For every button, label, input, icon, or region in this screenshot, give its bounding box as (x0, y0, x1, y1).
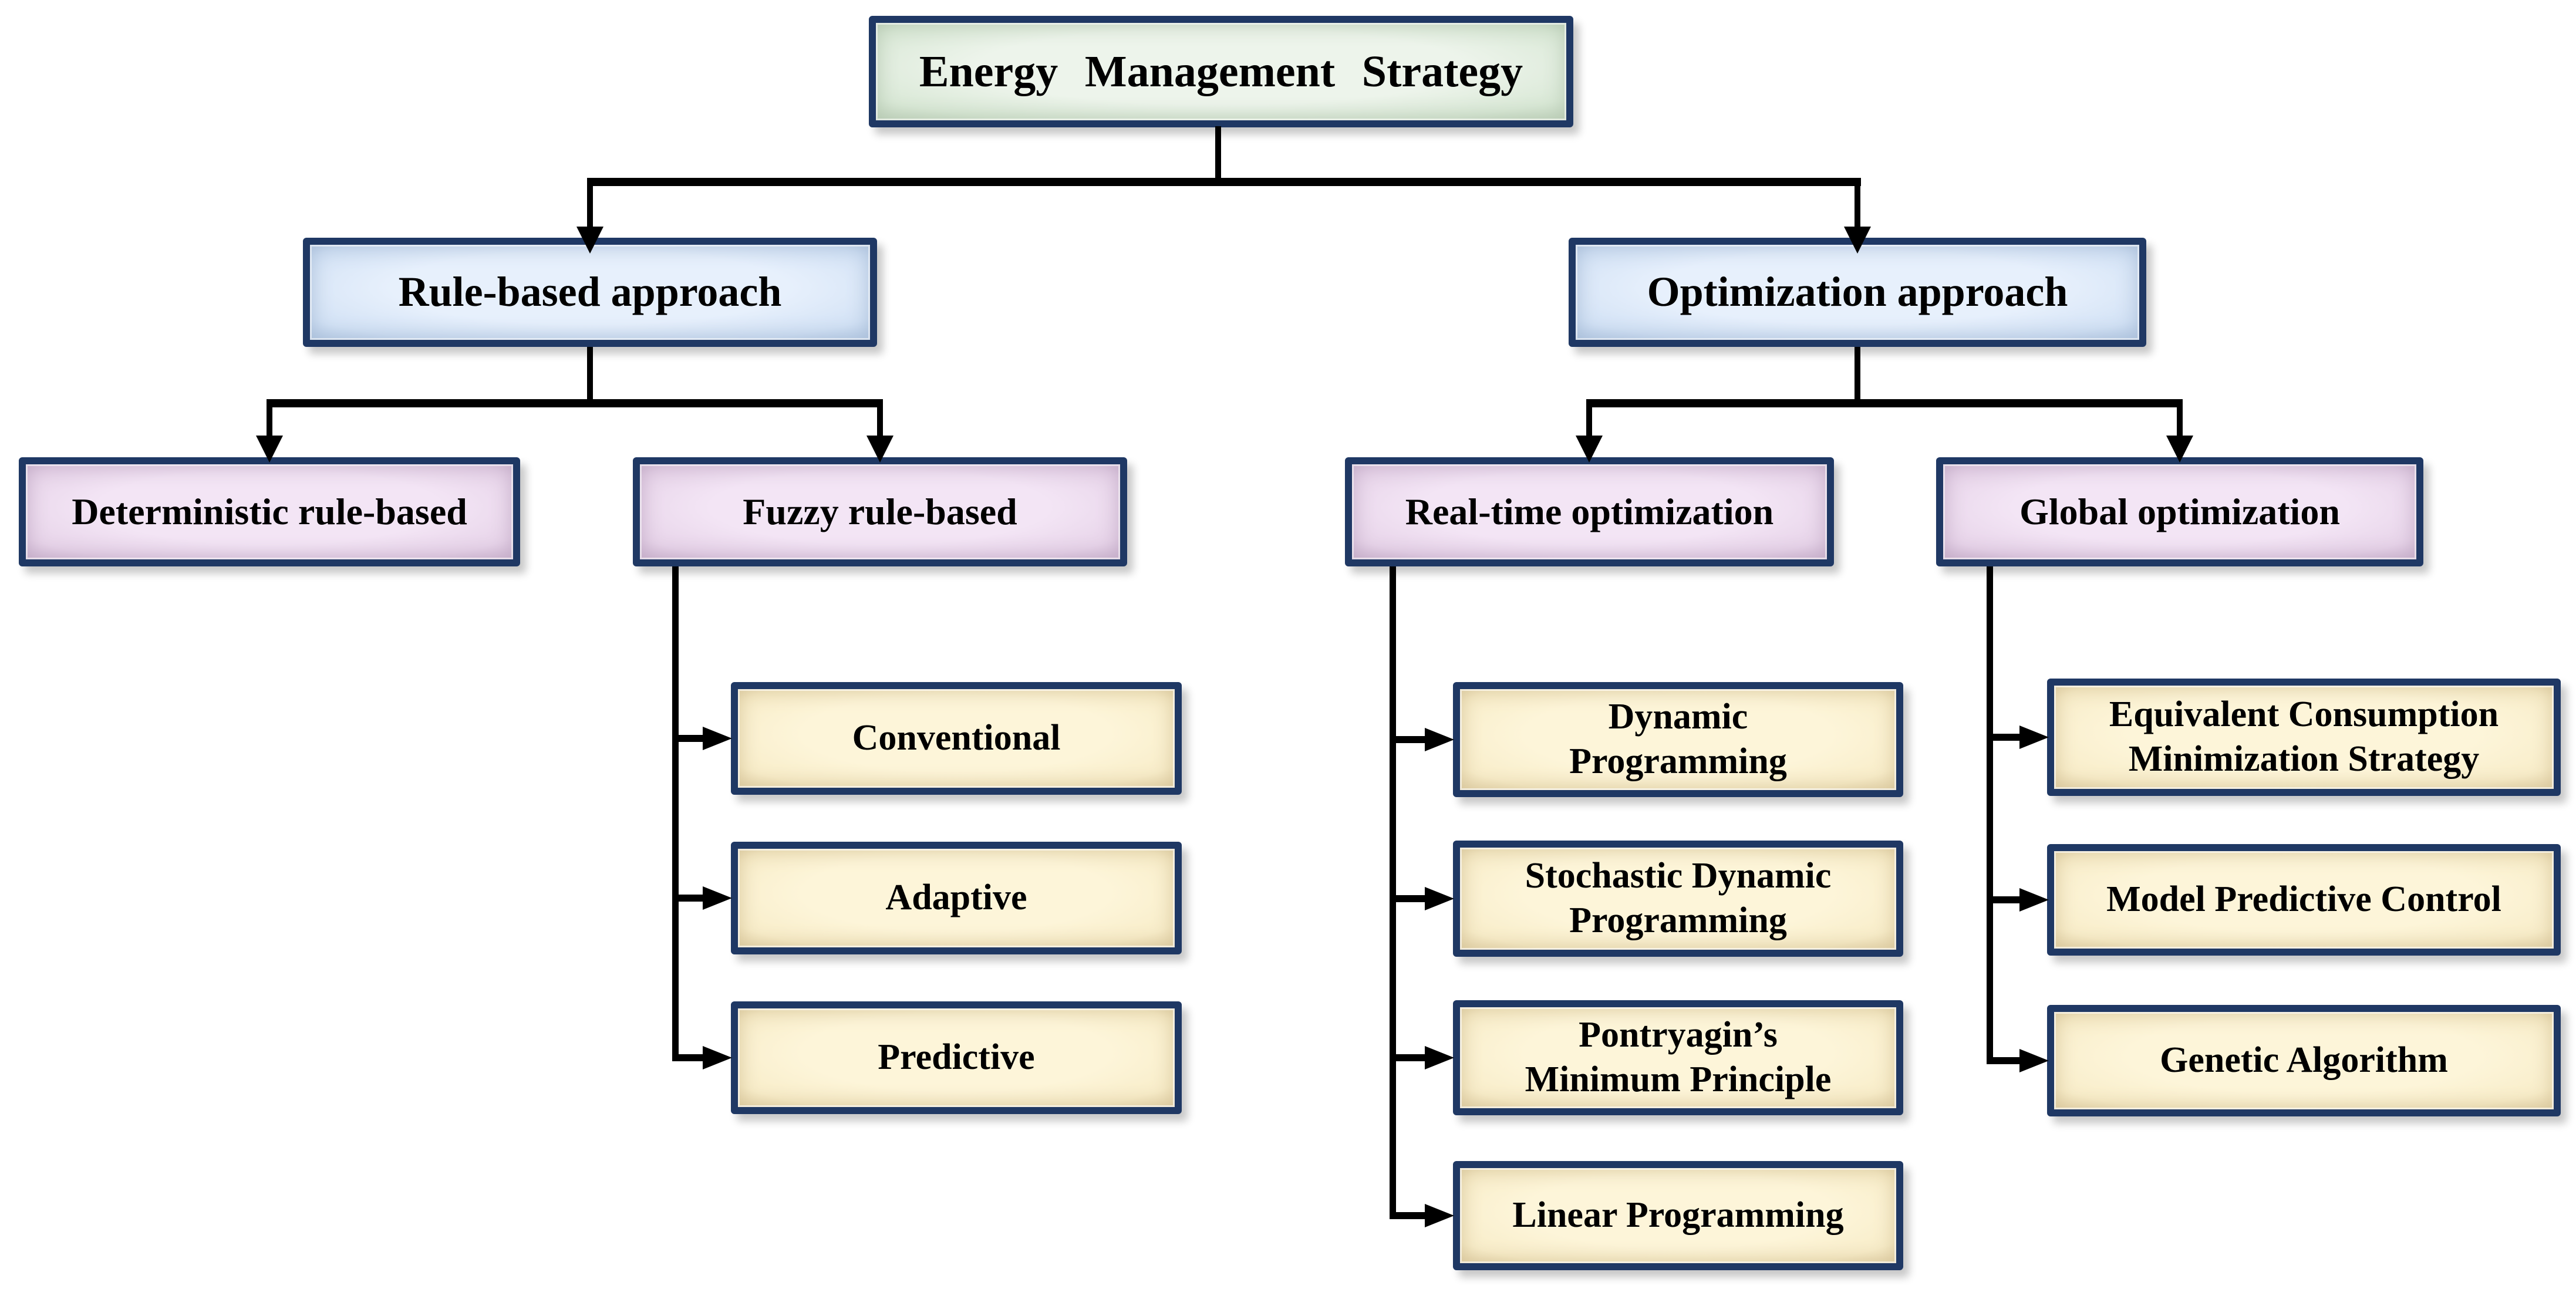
node-conventional: Conventional (731, 682, 1182, 795)
arrow-down-global (2166, 436, 2193, 463)
arrow-right-model-predictive-control (2019, 888, 2049, 912)
branch-stochastic-dynamic-programming (1390, 895, 1426, 902)
edge-root-stem (1215, 126, 1221, 182)
branch-linear-programming (1390, 1212, 1426, 1219)
spine-fuzzy (672, 566, 679, 1061)
edge-opt-drop-left (1586, 407, 1592, 437)
branch-adaptive (672, 895, 707, 902)
node-real-time-optimization: Real-time optimization (1345, 457, 1834, 566)
arrow-right-predictive (703, 1046, 732, 1069)
edge-rule-stem (587, 347, 593, 403)
node-dynamic-programming: Dynamic Programming (1453, 682, 1903, 797)
node-adaptive: Adaptive (731, 842, 1182, 954)
edge-rule-drop-left (267, 407, 272, 437)
branch-genetic-algorithm (1987, 1057, 2021, 1064)
node-pontryagins-minimum-principle: Pontryagin’s Minimum Principle (1453, 1000, 1903, 1115)
edge-root-drop-left (587, 186, 593, 228)
branch-predictive (672, 1054, 707, 1061)
spine-realtime (1390, 566, 1396, 1219)
node-fuzzy-rule-based: Fuzzy rule-based (633, 457, 1127, 566)
spine-global (1987, 566, 1993, 1064)
arrow-right-genetic-algorithm (2019, 1049, 2049, 1072)
arrow-right-pontryagins-minimum-principle (1425, 1046, 1454, 1069)
edge-rule-bar (267, 399, 883, 407)
arrow-right-linear-programming (1425, 1204, 1454, 1227)
arrow-right-adaptive (703, 886, 732, 910)
node-predictive: Predictive (731, 1001, 1182, 1114)
branch-conventional (672, 735, 707, 742)
arrow-down-deterministic (256, 436, 283, 463)
node-genetic-algorithm: Genetic Algorithm (2047, 1005, 2561, 1116)
arrow-right-dynamic-programming (1425, 728, 1454, 751)
edge-rule-drop-right (877, 407, 883, 437)
arrow-down-realtime (1576, 436, 1603, 463)
node-optimization-approach: Optimization approach (1569, 238, 2146, 347)
arrow-right-ecms (2019, 726, 2049, 749)
arrow-down-optimization (1844, 227, 1871, 254)
arrow-down-rule-based (576, 227, 603, 254)
node-energy-management-strategy: Energy Management Strategy (869, 16, 1573, 127)
edge-root-drop-right (1855, 186, 1860, 228)
branch-ecms (1987, 734, 2021, 741)
edge-opt-stem (1855, 347, 1860, 403)
branch-model-predictive-control (1987, 896, 2021, 903)
node-global-optimization: Global optimization (1936, 457, 2423, 566)
node-rule-based-approach: Rule-based approach (303, 238, 877, 347)
arrow-right-stochastic-dynamic-programming (1425, 887, 1454, 910)
branch-pontryagins-minimum-principle (1390, 1054, 1426, 1061)
edge-opt-bar (1586, 399, 2183, 407)
node-stochastic-dynamic-programming: Stochastic Dynamic Programming (1453, 841, 1903, 957)
node-deterministic-rule-based: Deterministic rule-based (19, 457, 520, 566)
node-equivalent-consumption-minimization-strategy: Equivalent Consumption Minimization Stra… (2047, 679, 2561, 796)
edge-opt-drop-right (2177, 407, 2183, 437)
node-model-predictive-control: Model Predictive Control (2047, 844, 2561, 956)
node-linear-programming: Linear Programming (1453, 1161, 1903, 1270)
arrow-down-fuzzy (866, 436, 893, 463)
branch-dynamic-programming (1390, 736, 1426, 743)
edge-root-bar (587, 178, 1861, 186)
arrow-right-conventional (703, 727, 732, 750)
